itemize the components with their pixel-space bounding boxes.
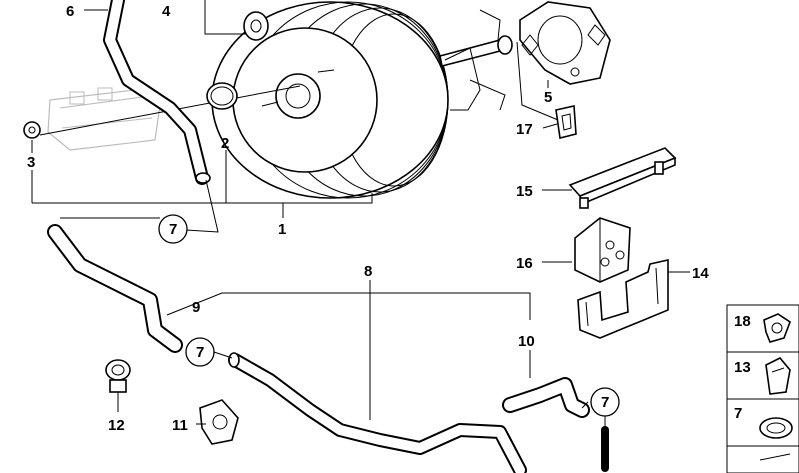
circled-callout-7-right: 7 (590, 387, 620, 417)
callout-9: 9 (192, 299, 200, 316)
panel-callout-18: 18 (734, 313, 751, 330)
gasket-plate (519, 1, 611, 85)
callout-12: 12 (108, 417, 125, 434)
callout-14: 14 (692, 265, 709, 282)
side-panel: 18 13 7 (726, 304, 799, 473)
callout-4: 4 (162, 3, 171, 20)
callout-16: 16 (516, 255, 533, 272)
grommet-block (574, 217, 631, 283)
panel-callout-7: 7 (734, 405, 742, 422)
callout-5: 5 (544, 89, 552, 106)
hose-bracket (577, 259, 669, 339)
cover-cap (568, 147, 677, 209)
callout-17: 17 (516, 121, 533, 138)
svg-text:7: 7 (601, 394, 609, 411)
long-vacuum-hose (228, 352, 527, 473)
hose-clip-12 (105, 359, 131, 393)
elbow-hose (502, 377, 609, 472)
lower-vacuum-hose (47, 224, 183, 353)
callout-15: 15 (516, 183, 533, 200)
callout-1: 1 (278, 221, 286, 238)
callout-3: 3 (27, 154, 35, 171)
panel-callout-13: 13 (734, 359, 751, 376)
hose-clip-11 (199, 399, 239, 445)
o-ring (206, 82, 238, 110)
callout-11: 11 (172, 417, 188, 434)
callout-6: 6 (66, 3, 74, 20)
svg-text:7: 7 (169, 221, 177, 238)
callout-2: 2 (221, 135, 229, 152)
nut (23, 121, 41, 139)
callout-10: 10 (518, 333, 535, 350)
upper-vacuum-hose (103, 0, 211, 185)
leader-lines (31, 0, 690, 430)
svg-text:7: 7 (196, 344, 204, 361)
callout-8: 8 (364, 263, 372, 280)
spring-clip (555, 105, 577, 139)
circled-callout-7-top: 7 (158, 214, 188, 244)
circled-callout-7-middle: 7 (185, 337, 215, 367)
brake-booster (211, 1, 513, 199)
